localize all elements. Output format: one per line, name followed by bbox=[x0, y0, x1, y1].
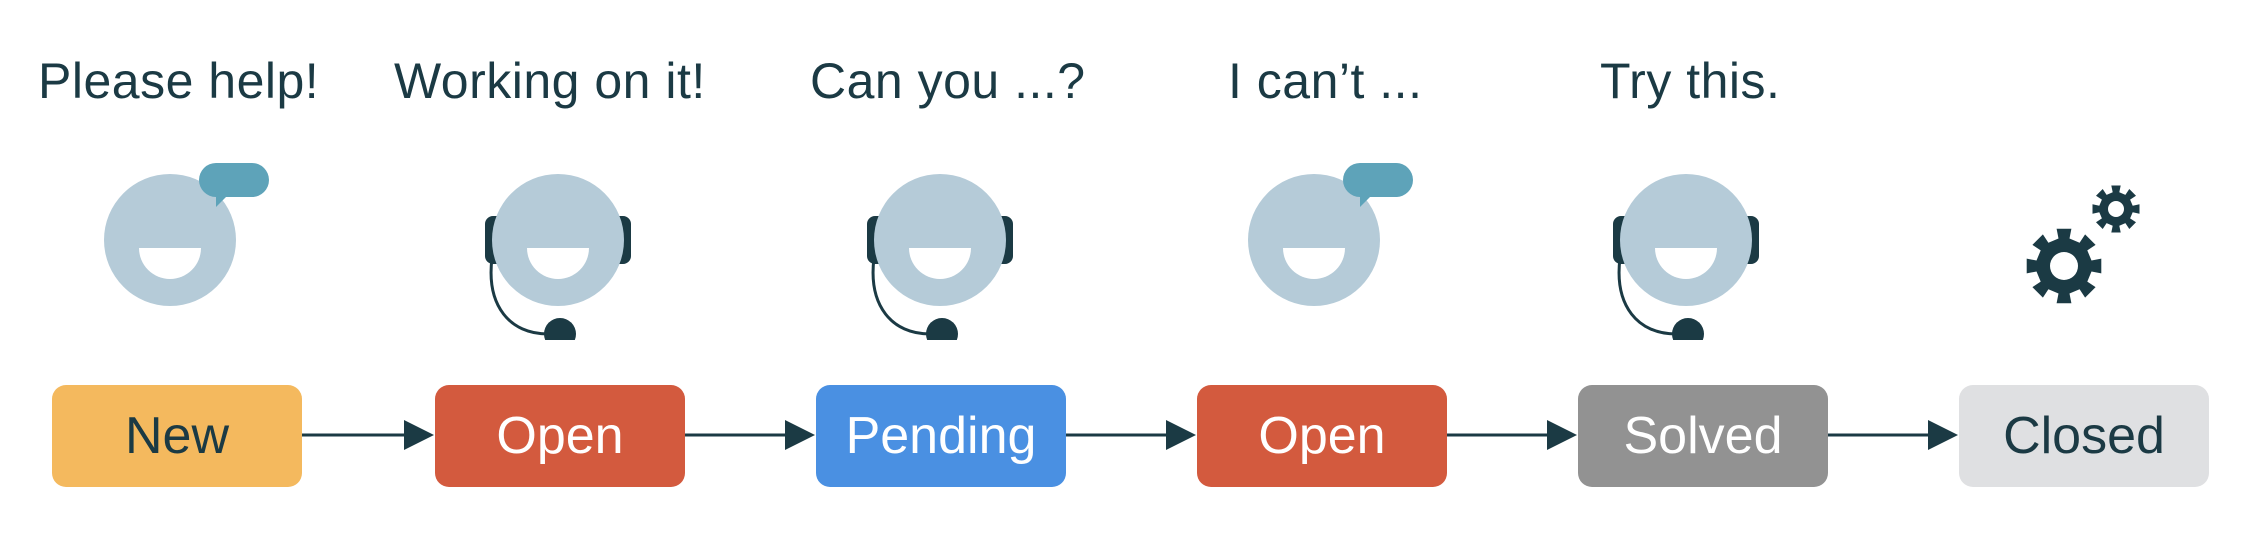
gears-icon bbox=[2026, 185, 2140, 304]
speech-bubble-tail bbox=[1360, 195, 1372, 207]
status-label: Solved bbox=[1623, 407, 1783, 465]
headset-microphone bbox=[544, 318, 576, 340]
face-circle bbox=[492, 174, 624, 306]
smile-mouth bbox=[1655, 248, 1717, 279]
headset-mic-wire bbox=[1617, 257, 1677, 336]
support-agent-avatar-icon bbox=[1613, 174, 1759, 340]
speech-bubble-icon bbox=[199, 163, 269, 207]
status-label: New bbox=[124, 407, 230, 465]
customer-avatar-icon bbox=[1248, 163, 1413, 306]
speech-bubble-icon bbox=[1343, 163, 1413, 207]
small-gear-hole bbox=[2108, 201, 2124, 217]
speech-bubble-body bbox=[1343, 163, 1413, 197]
status-box-open: Open bbox=[435, 385, 685, 487]
smile-mouth bbox=[909, 248, 971, 279]
headset-mic-wire bbox=[871, 257, 931, 336]
status-box-closed: Closed bbox=[1959, 385, 2209, 487]
speech-bubble-tail bbox=[216, 195, 228, 207]
status-box-pending: Pending bbox=[816, 385, 1066, 487]
smile-mouth bbox=[139, 248, 201, 279]
gears-icon bbox=[2026, 185, 2140, 304]
status-box-new: New bbox=[52, 385, 302, 487]
step-quote: Working on it! bbox=[394, 53, 706, 109]
face-circle bbox=[1248, 174, 1380, 306]
step-quote: I can’t ... bbox=[1228, 53, 1423, 109]
status-label: Closed bbox=[2003, 407, 2165, 465]
status-label: Open bbox=[1258, 407, 1386, 465]
customer-avatar-icon bbox=[104, 163, 269, 306]
support-agent-avatar-icon bbox=[867, 174, 1013, 340]
status-label: Pending bbox=[845, 407, 1037, 465]
large-gear-hole bbox=[2050, 252, 2078, 280]
step-quote: Please help! bbox=[38, 53, 320, 109]
status-box-solved: Solved bbox=[1578, 385, 1828, 487]
support-agent-avatar-icon bbox=[485, 174, 631, 340]
speech-bubble-body bbox=[199, 163, 269, 197]
step-quote: Can you ...? bbox=[810, 53, 1086, 109]
avatar-face bbox=[874, 174, 1006, 306]
smile-mouth bbox=[1283, 248, 1345, 279]
headset-mic-wire bbox=[489, 257, 549, 336]
face-circle bbox=[874, 174, 1006, 306]
headset-microphone bbox=[926, 318, 958, 340]
face-circle bbox=[1620, 174, 1752, 306]
avatar-face bbox=[492, 174, 624, 306]
status-box-open: Open bbox=[1197, 385, 1447, 487]
avatar-face bbox=[1248, 174, 1380, 306]
face-circle bbox=[104, 174, 236, 306]
step-quote: Try this. bbox=[1600, 53, 1781, 109]
status-label: Open bbox=[496, 407, 624, 465]
smile-mouth bbox=[527, 248, 589, 279]
avatar-face bbox=[1620, 174, 1752, 306]
headset-microphone bbox=[1672, 318, 1704, 340]
avatar-face bbox=[104, 174, 236, 306]
